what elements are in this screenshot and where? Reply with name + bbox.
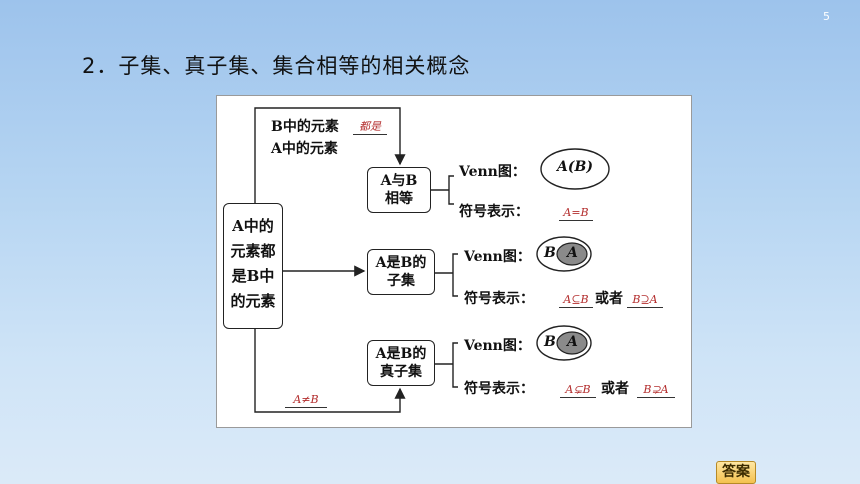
- root-line-3: 是B中: [231, 267, 275, 285]
- venn-label-proper: Venn图：: [464, 338, 531, 354]
- diagram-connectors: [254, 107, 610, 413]
- bracket-equal: [448, 175, 454, 205]
- node-equal: A与B 相等: [367, 167, 431, 213]
- symbol-proper-1: A⊊B: [560, 383, 596, 398]
- symbol-label-equal: 符号表示：: [459, 204, 529, 220]
- bracket-proper: [452, 342, 458, 388]
- venn-subset-inner: [556, 242, 588, 266]
- answer-button[interactable]: 答案: [716, 461, 756, 484]
- root-line-2: 元素都: [230, 242, 276, 260]
- symbol-label-proper: 符号表示：: [464, 381, 534, 397]
- root-line-4: 的元素: [230, 292, 276, 310]
- bracket-subset: [452, 253, 458, 297]
- node-proper-line-2: 真子集: [380, 364, 422, 380]
- venn-label-subset: Venn图：: [464, 249, 531, 265]
- page-number: 5: [823, 10, 830, 23]
- venn-equal-text: A(B): [557, 159, 593, 175]
- arrow-to-equal: [254, 107, 406, 203]
- top-branch-line-2: A中的元素: [271, 141, 338, 157]
- venn-label-equal: Venn图：: [459, 164, 526, 180]
- root-line-1: A中的: [232, 217, 274, 235]
- bottom-branch-fill: A≠B: [285, 393, 327, 408]
- concept-diagram: A中的 元素都 是B中 的元素 B中的元素 都是 A中的元素 A≠B A与B 相…: [216, 95, 692, 428]
- symbol-label-subset: 符号表示：: [464, 291, 534, 307]
- or-label-subset: 或者: [595, 291, 623, 307]
- node-subset: A是B的 子集: [367, 249, 435, 295]
- symbol-proper-2: B⊋A: [637, 383, 675, 398]
- top-branch-line-1: B中的元素: [271, 119, 339, 135]
- symbol-subset-2: B⊇A: [627, 293, 663, 308]
- venn-proper-outer-label: B: [544, 334, 556, 350]
- top-branch-fill: 都是: [353, 120, 387, 135]
- symbol-equal: A=B: [559, 206, 593, 221]
- node-equal-line-1: A与B: [380, 173, 418, 189]
- root-node: A中的 元素都 是B中 的元素: [223, 203, 283, 329]
- venn-proper-inner: [556, 331, 588, 355]
- venn-equal-ellipse: [540, 148, 610, 190]
- node-equal-line-2: 相等: [385, 191, 413, 207]
- node-proper-line-1: A是B的: [375, 346, 427, 362]
- or-label-proper: 或者: [601, 381, 629, 397]
- arrow-to-proper: [254, 329, 406, 413]
- node-subset-line-1: A是B的: [375, 255, 427, 271]
- symbol-subset-1: A⊆B: [559, 293, 593, 308]
- venn-proper-inner-label: A: [567, 334, 578, 350]
- venn-subset-outer-label: B: [544, 245, 556, 261]
- node-subset-line-2: 子集: [387, 273, 415, 289]
- venn-subset-inner-label: A: [567, 245, 578, 261]
- node-proper-subset: A是B的 真子集: [367, 340, 435, 386]
- slide-title: 2．子集、真子集、集合相等的相关概念: [82, 54, 471, 78]
